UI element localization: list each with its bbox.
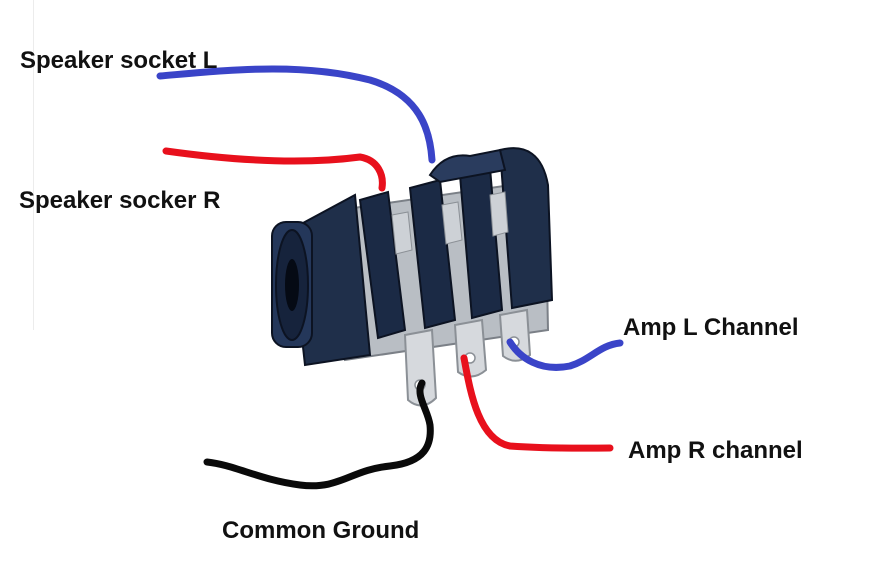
wire-amp-l	[506, 338, 624, 371]
label-amp-r-channel: Amp R channel	[628, 437, 803, 464]
label-amp-l-channel: Amp L Channel	[623, 314, 799, 341]
wire-speaker-l	[156, 65, 436, 164]
wire-speaker-r	[162, 147, 386, 192]
wires	[156, 65, 624, 490]
stereo-jack-socket-icon	[271, 147, 554, 407]
wire-amp-r	[460, 354, 614, 452]
divider-line	[33, 0, 34, 330]
label-common-ground: Common Ground	[222, 517, 420, 544]
label-speaker-socket-r: Speaker socker R	[19, 187, 221, 214]
label-speaker-socket-l: Speaker socket L	[20, 47, 218, 74]
wire-ground	[203, 379, 434, 490]
terminal-lugs	[403, 308, 532, 407]
